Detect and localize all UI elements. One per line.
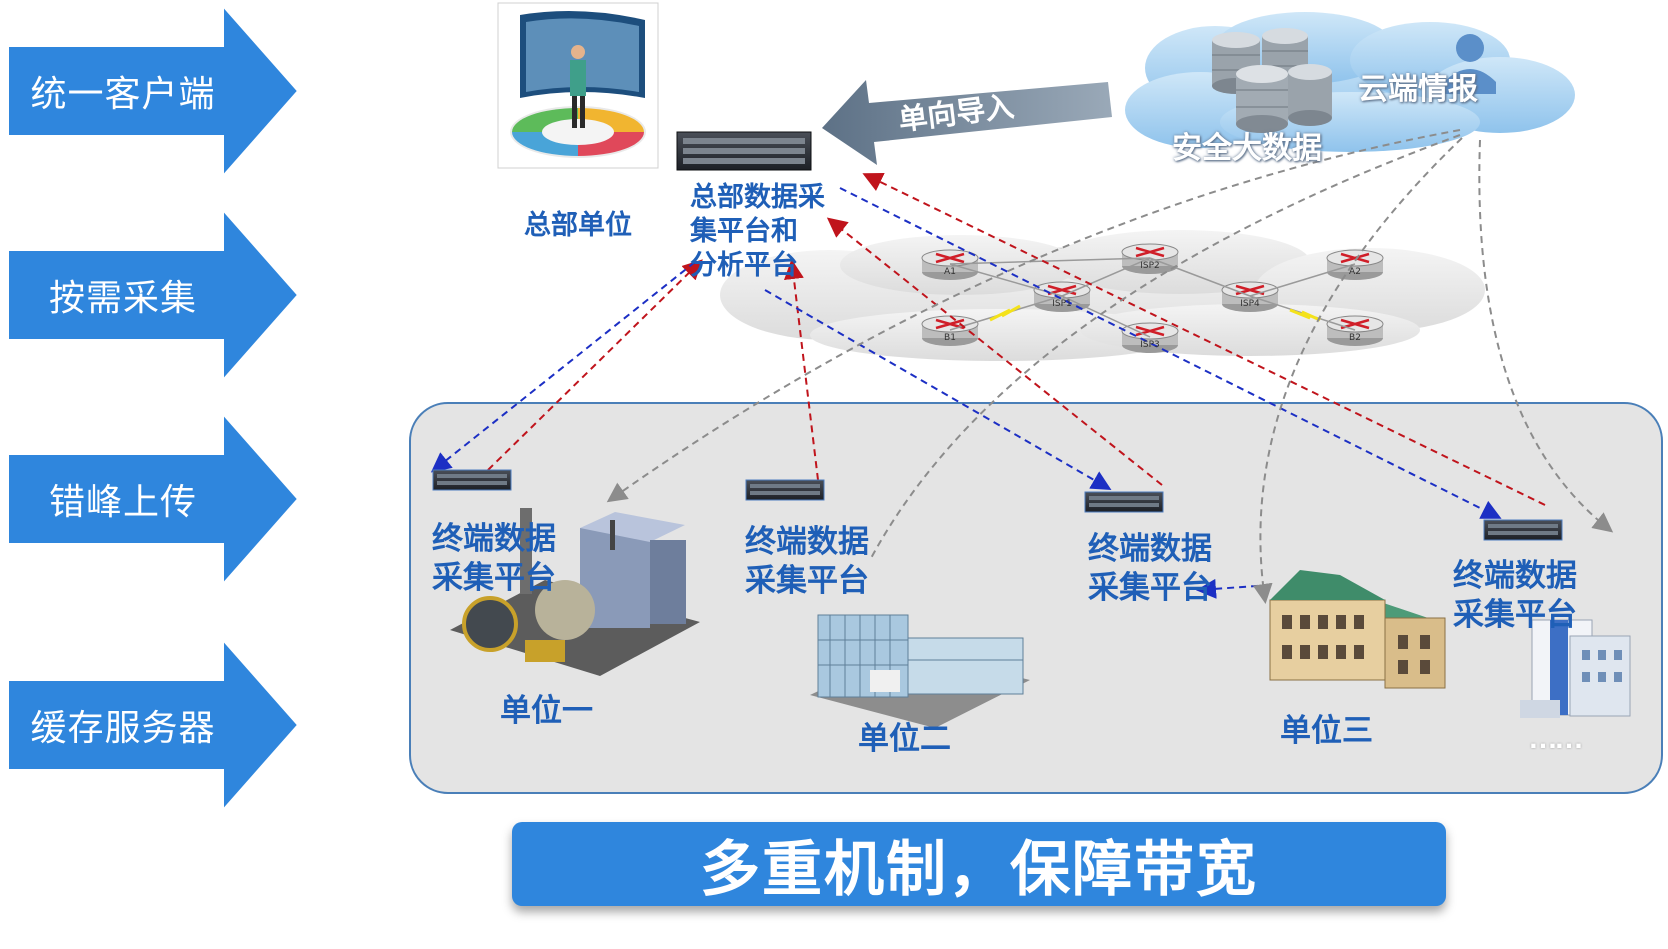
one-way-import-arrow [822,80,1112,165]
router-label: ISP1 [1052,299,1072,309]
unit4-platform-line1: 终端数据 [1453,558,1577,593]
terminal-server-icon [745,479,825,501]
step-arrow-on-demand-collect: 按需采集 [8,210,308,380]
hq-operator-image [497,2,659,169]
step-label: 按需采集 [48,277,197,318]
unit3-building [1269,570,1446,689]
router-label: ISP4 [1240,299,1260,309]
unit2-label: 单位二 [858,721,951,756]
hq-label: 总部单位 [524,210,632,240]
router-label: ISP3 [1140,340,1160,350]
unit4-building [1520,619,1631,718]
cloud-intel-label: 云端情报 [1358,73,1478,106]
hq-platform-label-line2: 集平台和 [690,216,798,246]
unit3-platform-line1: 终端数据 [1088,531,1212,566]
unit4-platform-line2: 采集平台 [1453,597,1577,632]
router-icon [1121,243,1179,274]
terminal-server-icon [1084,491,1164,513]
intel-person-icon [1444,34,1496,94]
terminal-servers [432,469,1563,541]
unit1-platform-line1: 终端数据 [432,521,556,556]
unit2-platform-line2: 采集平台 [745,563,869,598]
router-label: A1 [944,267,956,277]
step-label: 统一客户端 [30,73,216,114]
terminal-server-icon [432,469,512,491]
unit3-platform-line2: 采集平台 [1088,570,1212,605]
router-label: B2 [1349,333,1361,343]
hq-platform-label-line1: 总部数据采 [690,182,825,212]
terminal-server-icon [1483,519,1563,541]
step-arrow-unified-client: 统一客户端 [8,6,308,176]
more-units-ellipsis: …… [1528,722,1584,755]
router-label: B1 [944,333,956,343]
unit3-label: 单位三 [1280,713,1373,748]
router-label: ISP2 [1140,261,1160,271]
lightning-links [989,304,1321,322]
unit1-label: 单位一 [500,693,593,728]
step-label: 错峰上传 [48,481,197,522]
unit1-building [450,508,700,676]
database-icon [1212,28,1332,133]
hq-server-icon [676,131,812,171]
units-panel [409,402,1663,794]
bigdata-label: 安全大数据 [1172,132,1322,165]
flow-lines [430,129,1614,604]
step-label: 缓存服务器 [30,707,216,748]
router-label: A2 [1349,267,1361,277]
hq-platform-label-line3: 分析平台 [690,250,798,280]
banner-text: 多重机制，保障带宽 [700,835,1258,903]
router-icon [1326,315,1384,346]
step-arrow-offpeak-upload: 错峰上传 [8,414,308,584]
step-arrow-cache-server: 缓存服务器 [8,640,308,810]
bandwidth-banner: 多重机制，保障带宽 [512,822,1446,906]
unit2-building [810,614,1030,728]
unit2-platform-line1: 终端数据 [745,524,869,559]
unit1-platform-line2: 采集平台 [432,560,556,595]
